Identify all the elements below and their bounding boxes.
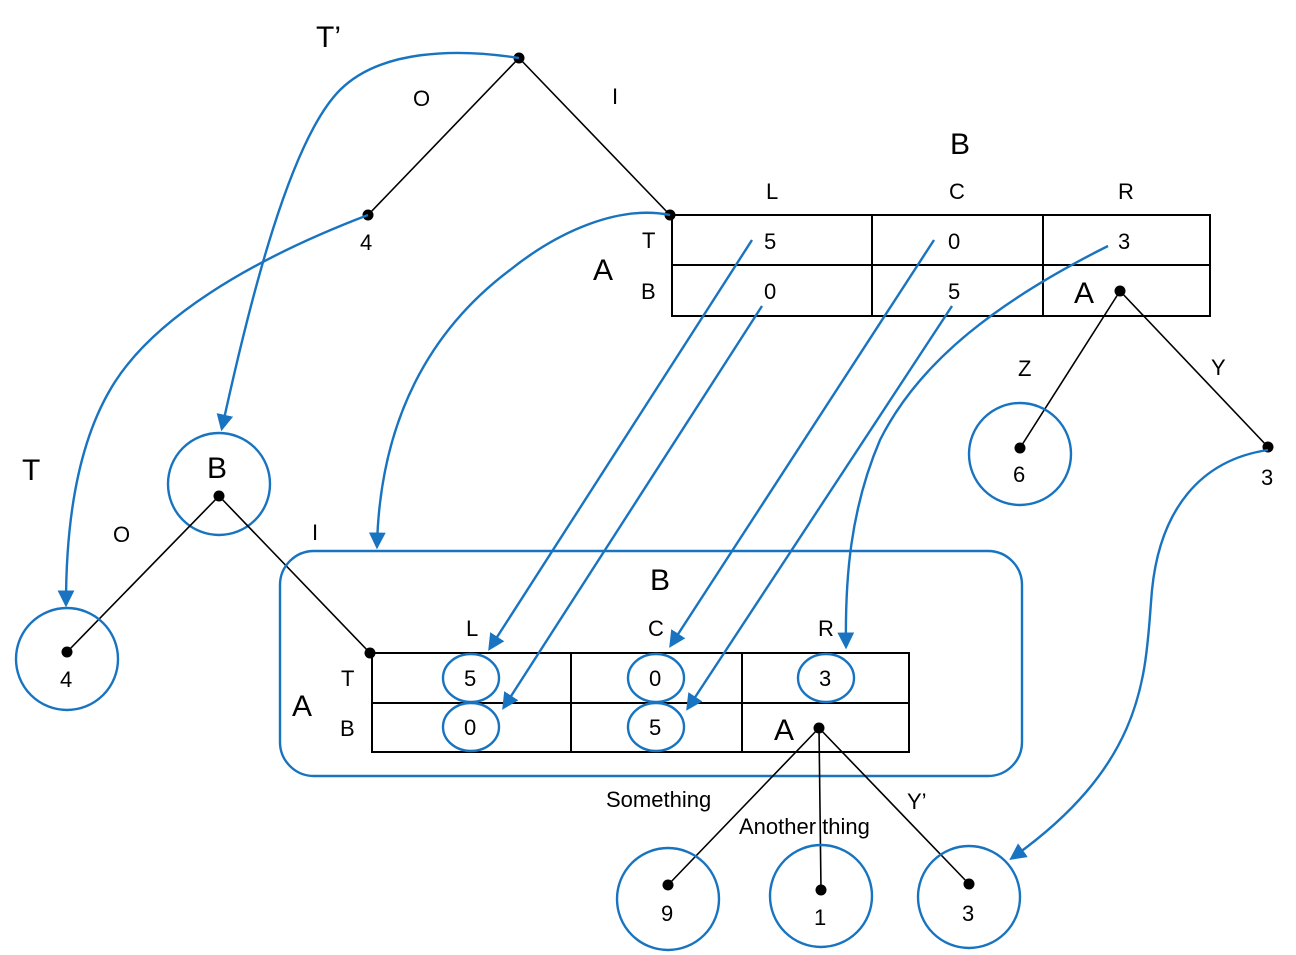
upper-sub-edge-y-label: Y xyxy=(1211,355,1226,380)
upper-matrix-col-c: C xyxy=(949,179,965,204)
upper-matrix-col-r: R xyxy=(1118,179,1134,204)
upper-sub-edge-y xyxy=(1119,290,1269,448)
lower-root-node xyxy=(213,490,225,502)
arrow-bl xyxy=(502,305,764,710)
lower-root-player: B xyxy=(207,452,227,485)
upper-sub-edge-z xyxy=(1019,290,1121,449)
lower-sub-leaf-2-value: 1 xyxy=(814,905,826,930)
lower-edge-i-label: I xyxy=(312,520,318,545)
lower-edge-o xyxy=(66,495,220,653)
lower-cell-b-c-circle xyxy=(626,701,686,753)
lower-left-leaf-value: 4 xyxy=(60,667,72,692)
upper-cell-t-l: 5 xyxy=(764,229,776,254)
lower-matrix-node xyxy=(364,647,376,659)
lower-cell-b-l: 0 xyxy=(464,715,476,740)
lower-matrix-col-c: C xyxy=(648,616,664,641)
lower-cell-b-l-circle xyxy=(441,701,501,753)
upper-matrix-grid xyxy=(671,214,1211,317)
lower-matrix-col-player: B xyxy=(650,564,670,597)
lower-cell-t-c: 0 xyxy=(649,666,661,691)
arrow-tr xyxy=(837,244,1109,650)
lower-cell-t-r-circle xyxy=(796,652,856,704)
lower-sub-edge-another-label: Another thing xyxy=(739,814,870,839)
lower-sub-edge-something xyxy=(667,727,820,886)
lower-subnode xyxy=(813,722,825,734)
lower-sub-leaf-2-circle xyxy=(768,843,874,949)
upper-sub-leaf-z-value: 6 xyxy=(1013,462,1025,487)
lower-sub-edge-something-label: Something xyxy=(606,787,711,812)
lower-edge-o-label: O xyxy=(113,522,130,547)
lower-sub-leaf-3-value: 3 xyxy=(962,901,974,926)
upper-cell-b-c: 5 xyxy=(948,279,960,304)
arrow-bc xyxy=(686,305,954,711)
arrow-matrix-to-container xyxy=(368,211,671,550)
upper-sub-leaf-z-node xyxy=(1014,442,1026,454)
lower-sub-edge-another xyxy=(818,727,822,891)
upper-cell-t-c: 0 xyxy=(948,229,960,254)
lower-matrix-row-t: T xyxy=(341,666,354,691)
lower-subnode-player: A xyxy=(774,714,794,747)
upper-matrix-col-player: B xyxy=(950,128,970,161)
arrow-tl xyxy=(488,239,754,651)
lower-matrix-grid xyxy=(371,652,910,753)
upper-edge-i xyxy=(518,57,671,216)
arrow-y-to-y-prime xyxy=(1009,448,1269,860)
lower-tree-label: T xyxy=(22,454,40,487)
upper-sub-leaf-y-value: 3 xyxy=(1261,465,1273,490)
lower-matrix-row-player: A xyxy=(292,690,312,723)
lower-matrix-row-b: B xyxy=(340,716,355,741)
upper-matrix-row-t: T xyxy=(642,228,655,253)
upper-cell-b-l: 0 xyxy=(764,279,776,304)
upper-matrix-row-player: A xyxy=(593,254,613,287)
lower-sub-edge-y-prime xyxy=(818,727,970,885)
upper-edge-o-label: O xyxy=(413,86,430,111)
lower-sub-edge-y-prime-label: Y’ xyxy=(907,789,927,814)
upper-subnode-player: A xyxy=(1074,277,1094,310)
upper-sub-leaf-z-circle xyxy=(967,401,1073,507)
upper-matrix-row-b: B xyxy=(641,279,656,304)
arrow-leaf4-to-leaf4 xyxy=(57,213,369,608)
lower-left-leaf-circle xyxy=(14,606,120,712)
upper-sub-edge-z-label: Z xyxy=(1018,356,1031,381)
upper-matrix-col-l: L xyxy=(766,179,778,204)
lower-matrix-container xyxy=(278,549,1024,778)
lower-cell-t-r: 3 xyxy=(819,666,831,691)
lower-sub-leaf-3-circle xyxy=(916,844,1022,950)
lower-left-leaf-node xyxy=(61,646,73,658)
upper-cell-t-r: 3 xyxy=(1118,229,1130,254)
upper-left-leaf-value: 4 xyxy=(360,230,372,255)
mapping-arrows xyxy=(57,51,1269,860)
lower-sub-leaf-1-circle xyxy=(615,846,721,952)
arrow-root-to-b xyxy=(216,51,520,432)
upper-edge-i-label: I xyxy=(612,84,618,109)
lower-sub-leaf-2-node xyxy=(815,884,827,896)
lower-cell-b-c: 5 xyxy=(649,715,661,740)
lower-cell-t-l: 5 xyxy=(464,666,476,691)
lower-matrix-col-r: R xyxy=(818,616,834,641)
lower-sub-leaf-3-node xyxy=(963,878,975,890)
arrow-tc xyxy=(669,239,936,648)
upper-subnode xyxy=(1114,285,1126,297)
lower-edge-i xyxy=(218,495,371,654)
upper-tree-label: T’ xyxy=(316,21,341,54)
upper-edge-o xyxy=(367,57,520,216)
lower-sub-leaf-1-node xyxy=(662,879,674,891)
lower-matrix-col-l: L xyxy=(466,616,478,641)
lower-root-circle xyxy=(166,431,272,537)
lower-sub-leaf-1-value: 9 xyxy=(661,901,673,926)
